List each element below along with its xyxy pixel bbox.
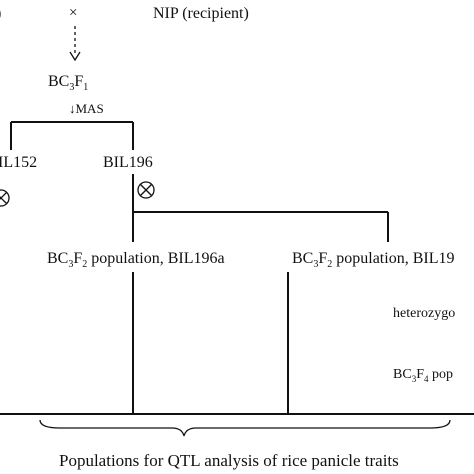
pop-a-label: BC3F2 population, BIL196a: [47, 250, 225, 270]
pop-b-label: BC3F2 population, BIL19: [292, 250, 454, 270]
self-symbol-bil196: [137, 181, 155, 199]
dashed-arrow-head: [69, 51, 81, 62]
cross-mark: ×: [69, 5, 77, 21]
grouping-brace: [39, 419, 451, 437]
cropped-paren: ): [0, 5, 1, 22]
mas-label: ↓MAS: [69, 101, 104, 116]
footer-label: Populations for QTL analysis of rice pan…: [59, 451, 399, 470]
recipient-label: NIP (recipient): [153, 5, 249, 22]
heterozygous-label: heterozygo: [393, 306, 455, 321]
bil152-label: IL152: [0, 154, 37, 171]
bc3f1-label: BC3F1: [48, 73, 88, 93]
self-symbol-bil152: [0, 189, 10, 207]
bil196-label: BIL196: [103, 154, 153, 171]
bc3f4-label: BC3F4 pop: [393, 367, 453, 384]
